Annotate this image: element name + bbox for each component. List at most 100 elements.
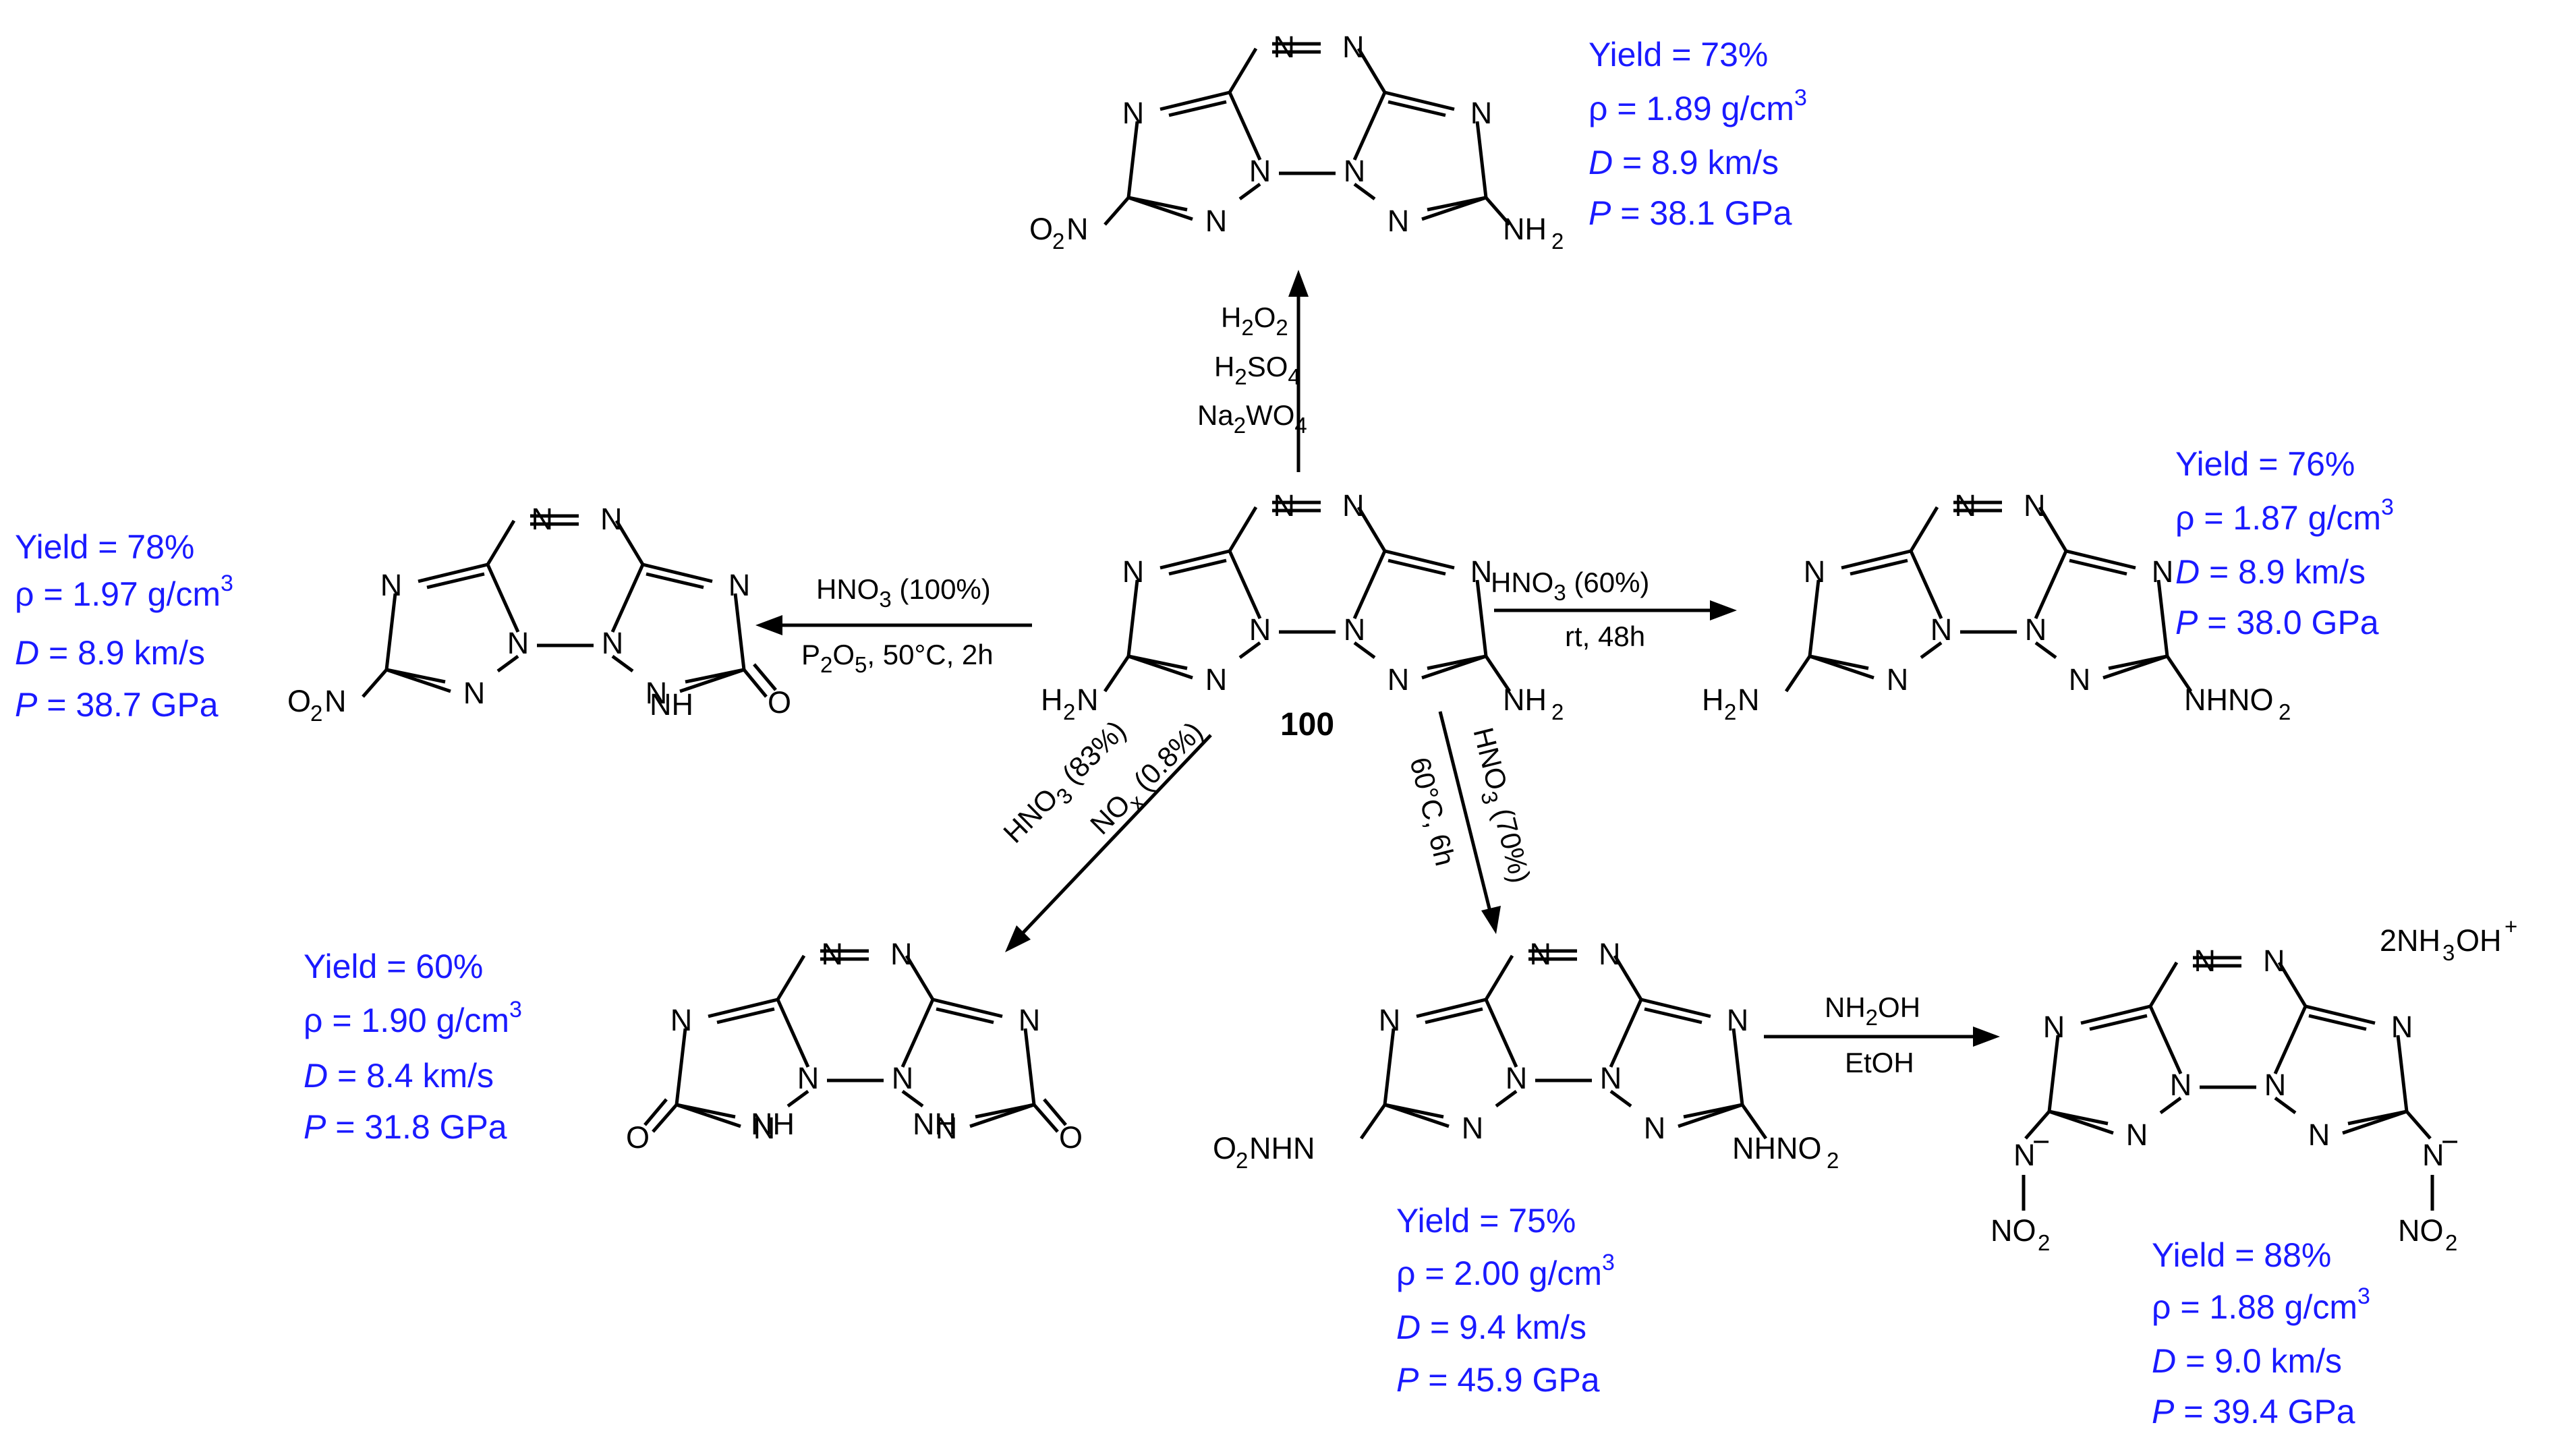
- svg-text:2: 2: [310, 701, 322, 726]
- product-right: H 2 N NHNO 2: [1702, 488, 2291, 724]
- svg-text:P = 38.7 GPa: P = 38.7 GPa: [15, 686, 219, 724]
- svg-text:O: O: [1029, 212, 1053, 246]
- svg-text:Yield = 76%: Yield = 76%: [2175, 445, 2355, 483]
- product-bottom-left: NH NH O O: [626, 937, 1083, 1155]
- arrow-down-left: [1005, 734, 1212, 952]
- svg-text:NH: NH: [1503, 683, 1547, 717]
- arrow-salt: [1764, 1026, 2000, 1047]
- svg-text:2NH: 2NH: [2380, 923, 2440, 958]
- svg-text:2: 2: [1063, 699, 1075, 724]
- svg-text:3: 3: [2442, 940, 2455, 965]
- svg-text:P2O5, 50°C, 2h: P2O5, 50°C, 2h: [801, 639, 994, 677]
- svg-text:2: 2: [2038, 1230, 2050, 1255]
- svg-text:Yield = 60%: Yield = 60%: [304, 948, 483, 985]
- conditions-right: HNO3 (60%) rt, 48h: [1491, 567, 1649, 652]
- svg-text:Na2WO4: Na2WO4: [1197, 399, 1307, 438]
- svg-text:NO: NO: [1991, 1213, 2036, 1248]
- svg-text:D = 8.9 km/s: D = 8.9 km/s: [2175, 553, 2366, 591]
- arrow-top: [1288, 270, 1309, 472]
- conditions-top: H2O2 H2SO4 Na2WO4: [1197, 301, 1307, 438]
- svg-text:2: 2: [1827, 1148, 1839, 1173]
- svg-text:NH: NH: [1503, 212, 1547, 246]
- svg-text:N: N: [2422, 1138, 2444, 1172]
- svg-text:N: N: [1066, 212, 1089, 246]
- svg-text:2: 2: [1724, 699, 1736, 724]
- svg-text:OH: OH: [2456, 923, 2502, 958]
- svg-text:−: −: [2441, 1124, 2459, 1159]
- svg-text:2: 2: [1551, 229, 1564, 254]
- properties-salt: Yield = 88% ρ = 1.88 g/cm3 D = 9.0 km/s …: [2152, 1236, 2370, 1430]
- compound-100: H 2 N NH 2 100: [1041, 488, 1564, 743]
- svg-text:2: 2: [1551, 699, 1564, 724]
- svg-text:ρ = 1.97 g/cm3: ρ = 1.97 g/cm3: [15, 571, 233, 613]
- svg-text:NH: NH: [913, 1107, 956, 1141]
- svg-text:D = 8.9 km/s: D = 8.9 km/s: [1588, 144, 1779, 181]
- svg-text:P = 31.8 GPa: P = 31.8 GPa: [304, 1108, 507, 1146]
- svg-text:Yield = 75%: Yield = 75%: [1396, 1202, 1576, 1240]
- svg-text:Yield = 88%: Yield = 88%: [2152, 1236, 2331, 1274]
- product-salt: N − NO 2 N − NO 2 2NH 3 OH +: [1991, 914, 2517, 1255]
- svg-text:ρ = 1.90 g/cm3: ρ = 1.90 g/cm3: [304, 997, 522, 1039]
- svg-text:O: O: [1059, 1120, 1083, 1155]
- svg-text:NH: NH: [751, 1107, 795, 1141]
- properties-left: Yield = 78% ρ = 1.97 g/cm3 D = 8.9 km/s …: [15, 528, 233, 724]
- properties-right: Yield = 76% ρ = 1.87 g/cm3 D = 8.9 km/s …: [2175, 445, 2394, 641]
- svg-text:H: H: [1041, 683, 1063, 717]
- svg-text:P = 38.0 GPa: P = 38.0 GPa: [2175, 604, 2379, 641]
- svg-text:O: O: [768, 685, 791, 720]
- svg-text:+: +: [2505, 914, 2517, 939]
- product-left: O 2 N NH O: [287, 502, 791, 726]
- svg-text:NHN: NHN: [1249, 1131, 1315, 1165]
- svg-text:HNO3 (100%): HNO3 (100%): [816, 573, 991, 612]
- svg-text:rt, 48h: rt, 48h: [1565, 620, 1645, 652]
- svg-text:ρ = 2.00 g/cm3: ρ = 2.00 g/cm3: [1396, 1250, 1615, 1292]
- svg-text:P = 45.9 GPa: P = 45.9 GPa: [1396, 1361, 1600, 1399]
- svg-text:P = 38.1 GPa: P = 38.1 GPa: [1588, 194, 1792, 232]
- product-bottom-middle: O 2 NHN NHNO 2: [1213, 937, 1839, 1173]
- svg-text:O: O: [1213, 1131, 1236, 1165]
- properties-bottom-middle: Yield = 75% ρ = 2.00 g/cm3 D = 9.4 km/s …: [1396, 1202, 1615, 1399]
- conditions-salt: NH2OH EtOH: [1825, 991, 1920, 1078]
- properties-top: Yield = 73% ρ = 1.89 g/cm3 D = 8.9 km/s …: [1588, 36, 1807, 232]
- svg-text:2: 2: [1236, 1148, 1248, 1173]
- svg-text:O: O: [287, 684, 311, 718]
- conditions-down-right: HNO3 (70%) 60°C, 6h: [1404, 724, 1537, 888]
- svg-text:NH: NH: [650, 687, 693, 722]
- svg-text:H2O2: H2O2: [1221, 301, 1288, 340]
- svg-text:O: O: [626, 1120, 650, 1155]
- svg-text:D = 9.4 km/s: D = 9.4 km/s: [1396, 1308, 1586, 1346]
- svg-text:NHNO: NHNO: [1732, 1131, 1822, 1165]
- svg-text:−: −: [2032, 1124, 2050, 1159]
- svg-text:Yield = 78%: Yield = 78%: [15, 528, 194, 566]
- arrow-right: [1494, 600, 1737, 620]
- conditions-left: HNO3 (100%) P2O5, 50°C, 2h: [801, 573, 994, 677]
- svg-text:2: 2: [2445, 1230, 2457, 1255]
- svg-text:ρ = 1.89 g/cm3: ρ = 1.89 g/cm3: [1588, 85, 1807, 127]
- arrow-down-right: [1438, 711, 1501, 934]
- conditions-down-left: HNO3 (83%) NOx (0.8%): [997, 714, 1209, 849]
- svg-text:D = 9.0 km/s: D = 9.0 km/s: [2152, 1342, 2342, 1380]
- svg-text:Yield = 73%: Yield = 73%: [1588, 36, 1768, 74]
- product-top: O 2 N NH 2: [1029, 30, 1564, 254]
- svg-text:60°C, 6h: 60°C, 6h: [1404, 754, 1461, 869]
- properties-bottom-left: Yield = 60% ρ = 1.90 g/cm3 D = 8.4 km/s …: [304, 948, 522, 1146]
- svg-text:EtOH: EtOH: [1845, 1047, 1914, 1078]
- svg-text:ρ = 1.87 g/cm3: ρ = 1.87 g/cm3: [2175, 494, 2394, 537]
- svg-text:N: N: [1738, 683, 1760, 717]
- svg-text:2: 2: [1052, 229, 1064, 254]
- svg-text:D = 8.9 km/s: D = 8.9 km/s: [15, 634, 205, 672]
- svg-text:2: 2: [2279, 699, 2291, 724]
- svg-text:ρ = 1.88 g/cm3: ρ = 1.88 g/cm3: [2152, 1283, 2370, 1326]
- svg-text:HNO3 (70%): HNO3 (70%): [1461, 724, 1537, 888]
- svg-text:HNO3 (60%): HNO3 (60%): [1491, 567, 1649, 605]
- svg-text:H: H: [1702, 683, 1724, 717]
- compound-label: 100: [1280, 707, 1334, 743]
- svg-text:H2SO4: H2SO4: [1214, 351, 1300, 389]
- svg-text:NH2OH: NH2OH: [1825, 991, 1920, 1030]
- svg-text:NO: NO: [2398, 1213, 2444, 1248]
- svg-text:D = 8.4 km/s: D = 8.4 km/s: [304, 1057, 494, 1095]
- svg-text:N: N: [2013, 1138, 2036, 1172]
- svg-text:N: N: [1077, 683, 1099, 717]
- arrow-left: [755, 615, 1032, 635]
